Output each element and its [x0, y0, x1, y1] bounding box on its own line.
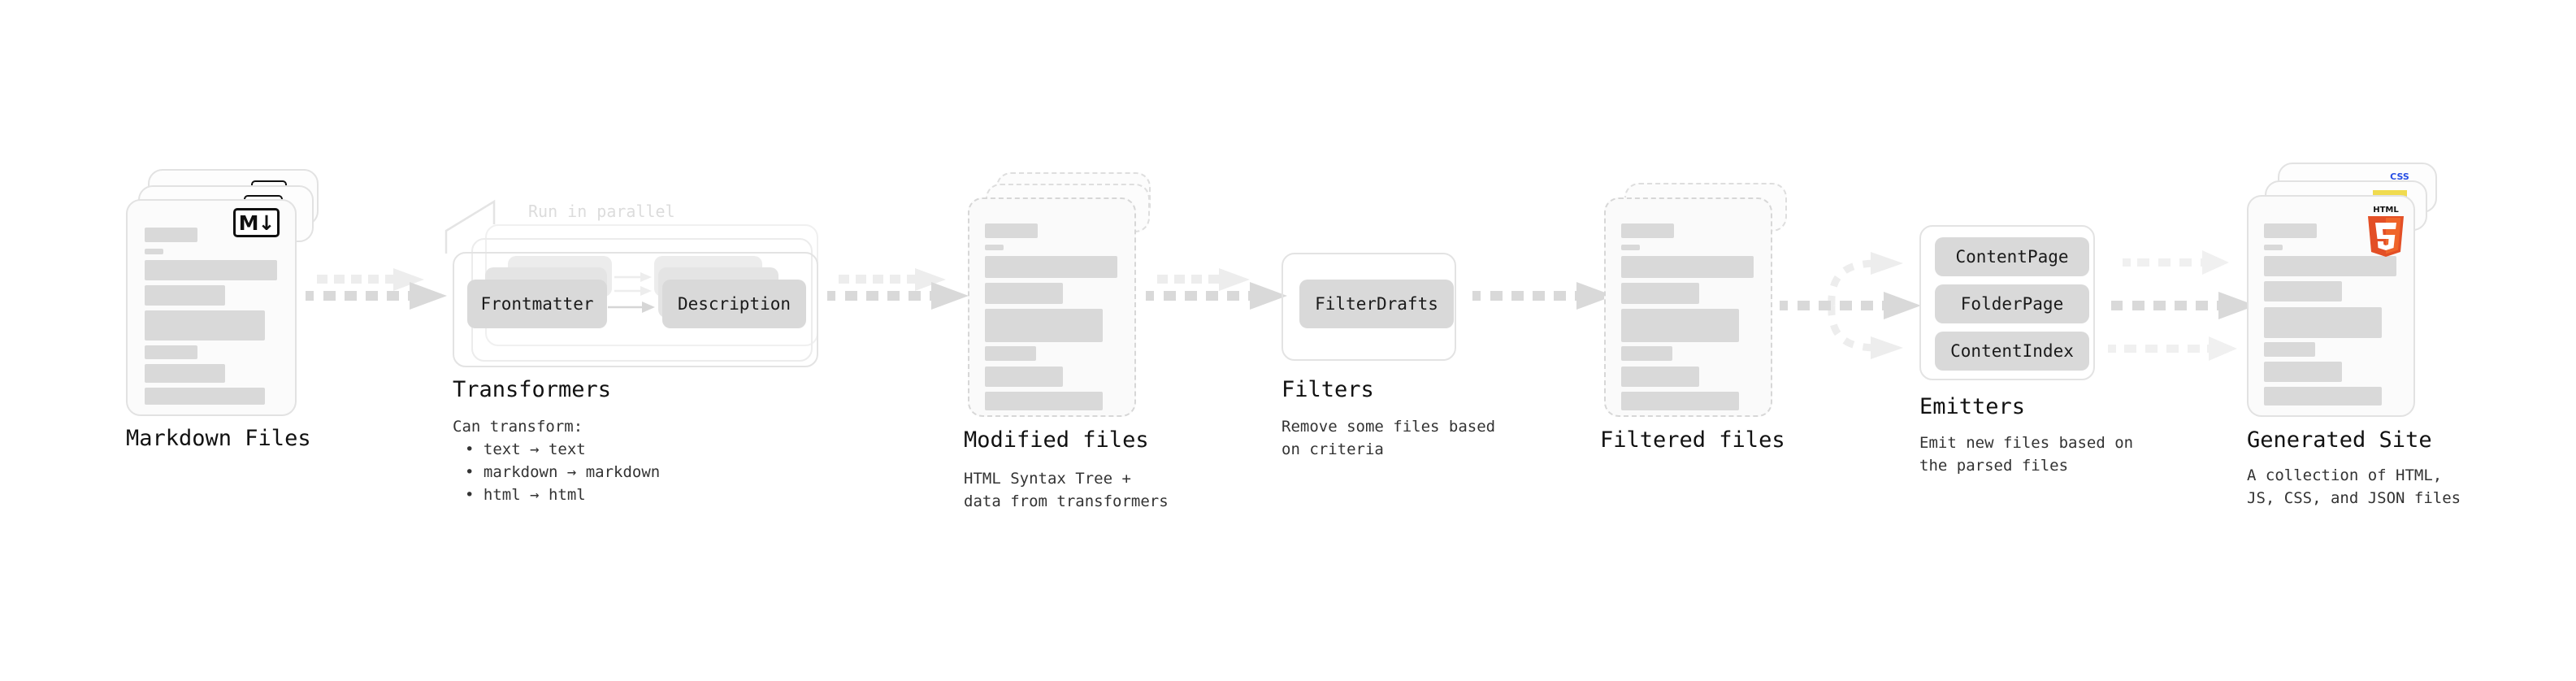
- caption-filtered-files: Filtered files: [1600, 427, 1785, 453]
- sub-generated-site: A collection of HTML, JS, CSS, and JSON …: [2247, 466, 2461, 507]
- skeleton-line-4: [985, 346, 1036, 361]
- skeleton-line-1: [145, 260, 277, 280]
- transformers-group: [453, 252, 818, 367]
- caption-transformers: Transformers: [453, 377, 612, 402]
- caption-markdown-files: Markdown Files: [126, 426, 311, 451]
- skeleton-line-6: [145, 388, 265, 405]
- skeleton-line-4: [145, 345, 197, 359]
- skeleton-line-5: [2264, 362, 2342, 382]
- pill-frontmatter[interactable]: Frontmatter: [467, 280, 607, 328]
- arrow-filters-to-filtered: [1472, 282, 1614, 310]
- transformer-internal-arrows: [608, 272, 655, 313]
- arrow-emitters-to-site: [2108, 250, 2256, 361]
- skeleton-line-4: [2264, 342, 2315, 357]
- skeleton-subtitle: [2264, 245, 2283, 250]
- skeleton-line-4: [1621, 346, 1672, 361]
- skeleton-title: [2264, 223, 2317, 238]
- skeleton-title: [985, 223, 1038, 238]
- arrow-modified-to-filters: [1146, 268, 1287, 310]
- skeleton-line-1: [1621, 256, 1754, 278]
- skeleton-line-5: [145, 364, 225, 383]
- run-in-parallel-bracket: [445, 199, 496, 254]
- skeleton-line-6: [985, 392, 1103, 410]
- filtered-file-card-front: [1604, 197, 1772, 417]
- markdown-badge: M↓: [233, 208, 280, 237]
- skeleton-line-5: [1621, 367, 1699, 387]
- sub-transformers: Can transform:: [453, 418, 583, 436]
- skeleton-line-3: [2264, 307, 2382, 338]
- pill-folderpage[interactable]: FolderPage: [1935, 284, 2089, 323]
- arrow-filtered-to-emitters-fanout: [1780, 252, 1921, 359]
- caption-modified-files: Modified files: [964, 427, 1149, 453]
- arrow-transformers-to-modified: [827, 268, 969, 310]
- skeleton-subtitle: [1621, 245, 1640, 250]
- skeleton-line-6: [1621, 392, 1739, 410]
- skeleton-line-1: [985, 256, 1117, 278]
- skeleton-line-5: [985, 367, 1063, 387]
- skeleton-line-2: [1621, 283, 1699, 304]
- html5-icon: HTML: [2363, 203, 2409, 257]
- caption-generated-site: Generated Site: [2247, 427, 2432, 453]
- skeleton-subtitle: [145, 249, 163, 254]
- skeleton-line-1: [2264, 256, 2396, 276]
- skeleton-line-2: [985, 283, 1063, 304]
- skeleton-line-3: [145, 310, 265, 340]
- site-file-card-front: [2247, 195, 2415, 417]
- bullet-transform-markdown: • markdown → markdown: [465, 463, 661, 481]
- pill-filterdrafts[interactable]: FilterDrafts: [1299, 280, 1454, 328]
- sub-filters: Remove some files based on criteria: [1281, 418, 1496, 458]
- skeleton-title: [1621, 223, 1674, 238]
- sub-emitters: Emit new files based on the parsed files: [1919, 434, 2134, 475]
- skeleton-title: [145, 228, 197, 242]
- bullet-transform-text: • text → text: [465, 440, 586, 458]
- emitters-group: [1919, 225, 2095, 380]
- svg-text:HTML: HTML: [2373, 206, 2399, 215]
- run-in-parallel-label: Run in parallel: [528, 202, 675, 221]
- arrow-markdown-to-transformers: [306, 268, 447, 310]
- pill-contentpage[interactable]: ContentPage: [1935, 237, 2089, 276]
- skeleton-subtitle: [985, 245, 1004, 250]
- filters-group: [1281, 253, 1456, 361]
- css-badge-label: CSS: [2390, 171, 2409, 182]
- skeleton-line-3: [1621, 309, 1739, 342]
- skeleton-line-2: [2264, 281, 2342, 301]
- modified-file-card-front: [968, 197, 1136, 417]
- pill-contentindex[interactable]: ContentIndex: [1935, 332, 2089, 371]
- caption-emitters: Emitters: [1919, 394, 2026, 419]
- sub-modified-files: HTML Syntax Tree + data from transformer…: [964, 470, 1169, 510]
- skeleton-line-2: [145, 285, 225, 306]
- skeleton-line-6: [2264, 387, 2382, 406]
- pill-description[interactable]: Description: [662, 280, 806, 328]
- caption-filters: Filters: [1281, 377, 1374, 402]
- bullet-transform-html: • html → html: [465, 486, 586, 504]
- skeleton-line-3: [985, 309, 1103, 342]
